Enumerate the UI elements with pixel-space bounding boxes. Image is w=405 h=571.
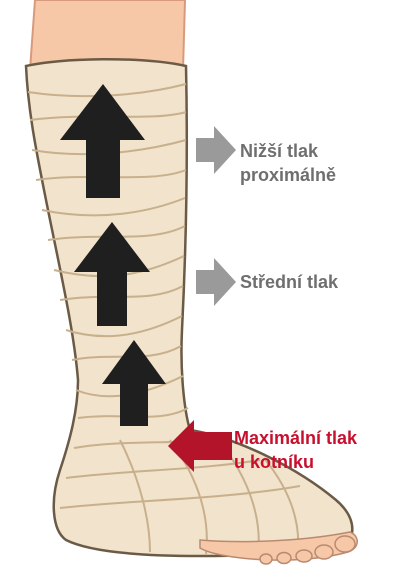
low-pressure-label: Nižší tlak proximálně	[240, 139, 336, 187]
low-pressure-line-2: proximálně	[240, 163, 336, 187]
low-pressure-line-1: Nižší tlak	[240, 139, 336, 163]
arrow-right-icon	[196, 126, 236, 174]
arrow-right-icon	[196, 258, 236, 306]
max-pressure-label: Maximální tlak u kotníku	[234, 426, 357, 474]
max-pressure-line-2: u kotníku	[234, 450, 357, 474]
max-pressure-line-1: Maximální tlak	[234, 426, 357, 450]
medium-pressure-label: Střední tlak	[240, 270, 338, 294]
medium-pressure-line-1: Střední tlak	[240, 270, 338, 294]
